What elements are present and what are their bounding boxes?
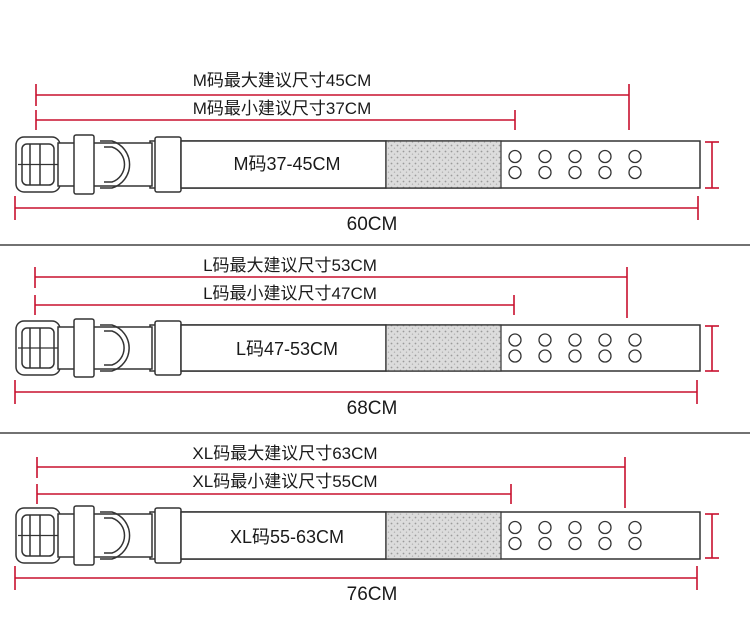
adjustment-hole-icon (628, 333, 642, 347)
adjustment-hole-icon (568, 520, 582, 535)
collar-body (15, 318, 701, 378)
total-length-label: 68CM (347, 398, 398, 419)
adjustment-hole-icon (538, 165, 552, 180)
size-label-panel (180, 324, 387, 372)
adjustment-hole-icon (568, 333, 582, 347)
d-ring-inner (104, 146, 126, 183)
d-ring-icon (100, 140, 131, 189)
adjustment-hole-icon (568, 149, 582, 164)
keeper-loop (73, 318, 95, 378)
adjustment-hole-icon (628, 520, 642, 535)
keeper-loop (73, 505, 95, 566)
max-size-label: M码最大建议尺寸45CM (193, 71, 372, 90)
adjustment-hole-icon (508, 165, 522, 180)
adjustment-hole-icon (598, 536, 612, 551)
velcro-patch-icon (385, 140, 502, 189)
min-size-label: M码最小建议尺寸37CM (193, 99, 372, 118)
size-section-m: M码最大建议尺寸45CM M码最小建议尺寸37CM M码37-45CM 60CM (14, 71, 719, 235)
velcro-patch-icon (385, 511, 502, 560)
keeper-loop (73, 134, 95, 195)
adjustment-hole-icon (628, 536, 642, 551)
adjustment-hole-icon (538, 149, 552, 164)
strap-keeper (154, 136, 182, 193)
collar-strap-end (57, 513, 153, 558)
adjustment-hole-icon (538, 349, 552, 363)
size-range-label: XL码55-63CM (230, 527, 344, 547)
min-size-label: XL码最小建议尺寸55CM (192, 472, 377, 491)
size-range-label: M码37-45CM (233, 154, 340, 174)
size-range-label: L码47-53CM (236, 339, 338, 359)
adjustment-hole-icon (508, 349, 522, 363)
adjustment-hole-icon (598, 149, 612, 164)
min-size-label: L码最小建议尺寸47CM (203, 284, 377, 303)
size-label-panel (180, 511, 387, 560)
size-label-panel (180, 140, 387, 189)
strap-keeper (154, 320, 182, 376)
collar-strap-end (57, 142, 153, 187)
total-length-label: 60CM (347, 214, 398, 235)
collar-body (15, 134, 701, 195)
adjustment-hole-icon (598, 165, 612, 180)
size-section-l: L码最大建议尺寸53CM L码最小建议尺寸47CM L码47-53CM 68CM (14, 256, 719, 419)
size-section-xl: XL码最大建议尺寸63CM XL码最小建议尺寸55CM XL码55-63CM 7… (14, 444, 719, 605)
total-length-label: 76CM (347, 584, 398, 605)
adjustment-hole-icon (598, 520, 612, 535)
velcro-patch-icon (385, 324, 502, 372)
adjustment-hole-icon (598, 349, 612, 363)
d-ring-icon (100, 511, 131, 560)
d-ring-inner (104, 330, 125, 366)
d-ring-inner (104, 517, 126, 554)
strap-keeper (154, 507, 182, 564)
adjustment-hole-icon (628, 165, 642, 180)
adjustment-hole-icon (628, 349, 642, 363)
d-ring-icon (100, 324, 130, 372)
collar-body (15, 505, 701, 566)
adjustment-hole-icon (538, 520, 552, 535)
adjustment-hole-icon (568, 536, 582, 551)
adjustment-hole-icon (538, 333, 552, 347)
adjustment-hole-icon (628, 149, 642, 164)
adjustment-hole-icon (538, 536, 552, 551)
adjustment-hole-icon (568, 165, 582, 180)
adjustment-hole-icon (508, 149, 522, 164)
adjustment-hole-icon (598, 333, 612, 347)
collar-strap-end (57, 326, 153, 370)
adjustment-hole-icon (568, 349, 582, 363)
max-size-label: L码最大建议尺寸53CM (203, 256, 377, 275)
adjustment-hole-icon (508, 536, 522, 551)
adjustment-hole-icon (508, 333, 522, 347)
max-size-label: XL码最大建议尺寸63CM (192, 444, 377, 463)
adjustment-hole-icon (508, 520, 522, 535)
